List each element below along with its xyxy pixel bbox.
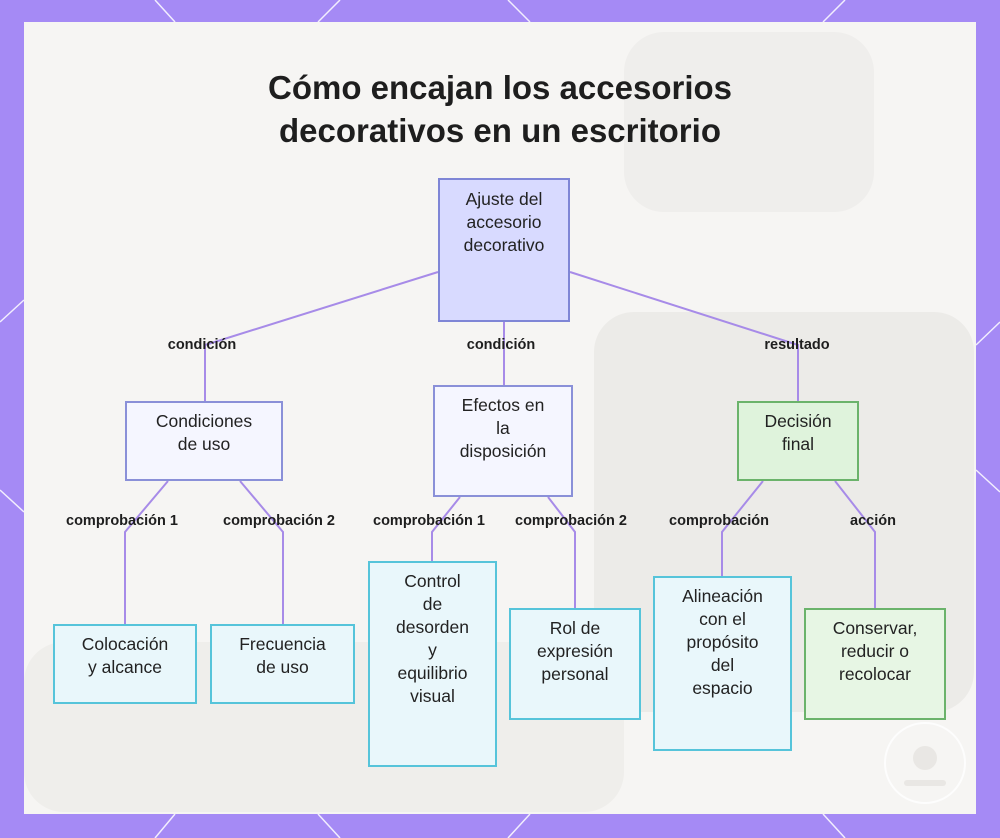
edge-root-conditions — [205, 272, 438, 401]
edge-label-check-1: comprobación 1 — [373, 512, 485, 530]
edge-decision-keep — [835, 481, 875, 608]
node-placement-label: Colocación y alcance — [82, 633, 169, 679]
edge-label-action: acción — [850, 512, 896, 530]
node-alignment-label: Alineación con el propósito del espacio — [682, 585, 763, 700]
watermark-logo-icon — [882, 720, 968, 806]
node-clutter-label: Control de desorden y equilibrio visual — [396, 570, 469, 708]
node-expression: Rol de expresión personal — [509, 608, 641, 720]
node-frequency: Frecuencia de uso — [210, 624, 355, 704]
node-expression-label: Rol de expresión personal — [537, 617, 613, 686]
edge-label-condition: condición — [168, 336, 236, 354]
node-keep-label: Conservar, reducir o recolocar — [833, 617, 918, 686]
node-frequency-label: Frecuencia de uso — [239, 633, 326, 679]
node-root-label: Ajuste del accesorio decorativo — [464, 188, 545, 257]
edge-label-check-2: comprobación 2 — [515, 512, 627, 530]
edge-label-result: resultado — [764, 336, 829, 354]
node-effects-label: Efectos en la disposición — [460, 394, 547, 463]
node-effects: Efectos en la disposición — [433, 385, 573, 497]
node-placement: Colocación y alcance — [53, 624, 197, 704]
node-root: Ajuste del accesorio decorativo — [438, 178, 570, 322]
node-decision: Decisión final — [737, 401, 859, 481]
edge-label-check: comprobación — [669, 512, 769, 530]
node-keep: Conservar, reducir o recolocar — [804, 608, 946, 720]
node-decision-label: Decisión final — [764, 410, 831, 456]
node-conditions-label: Condiciones de uso — [156, 410, 252, 456]
edge-label-check-2: comprobación 2 — [223, 512, 335, 530]
edge-label-check-1: comprobación 1 — [66, 512, 178, 530]
node-clutter: Control de desorden y equilibrio visual — [368, 561, 497, 767]
edge-label-condition: condición — [467, 336, 535, 354]
edge-conditions-placement — [125, 481, 168, 624]
node-alignment: Alineación con el propósito del espacio — [653, 576, 792, 751]
node-conditions: Condiciones de uso — [125, 401, 283, 481]
edge-conditions-frequency — [240, 481, 283, 624]
